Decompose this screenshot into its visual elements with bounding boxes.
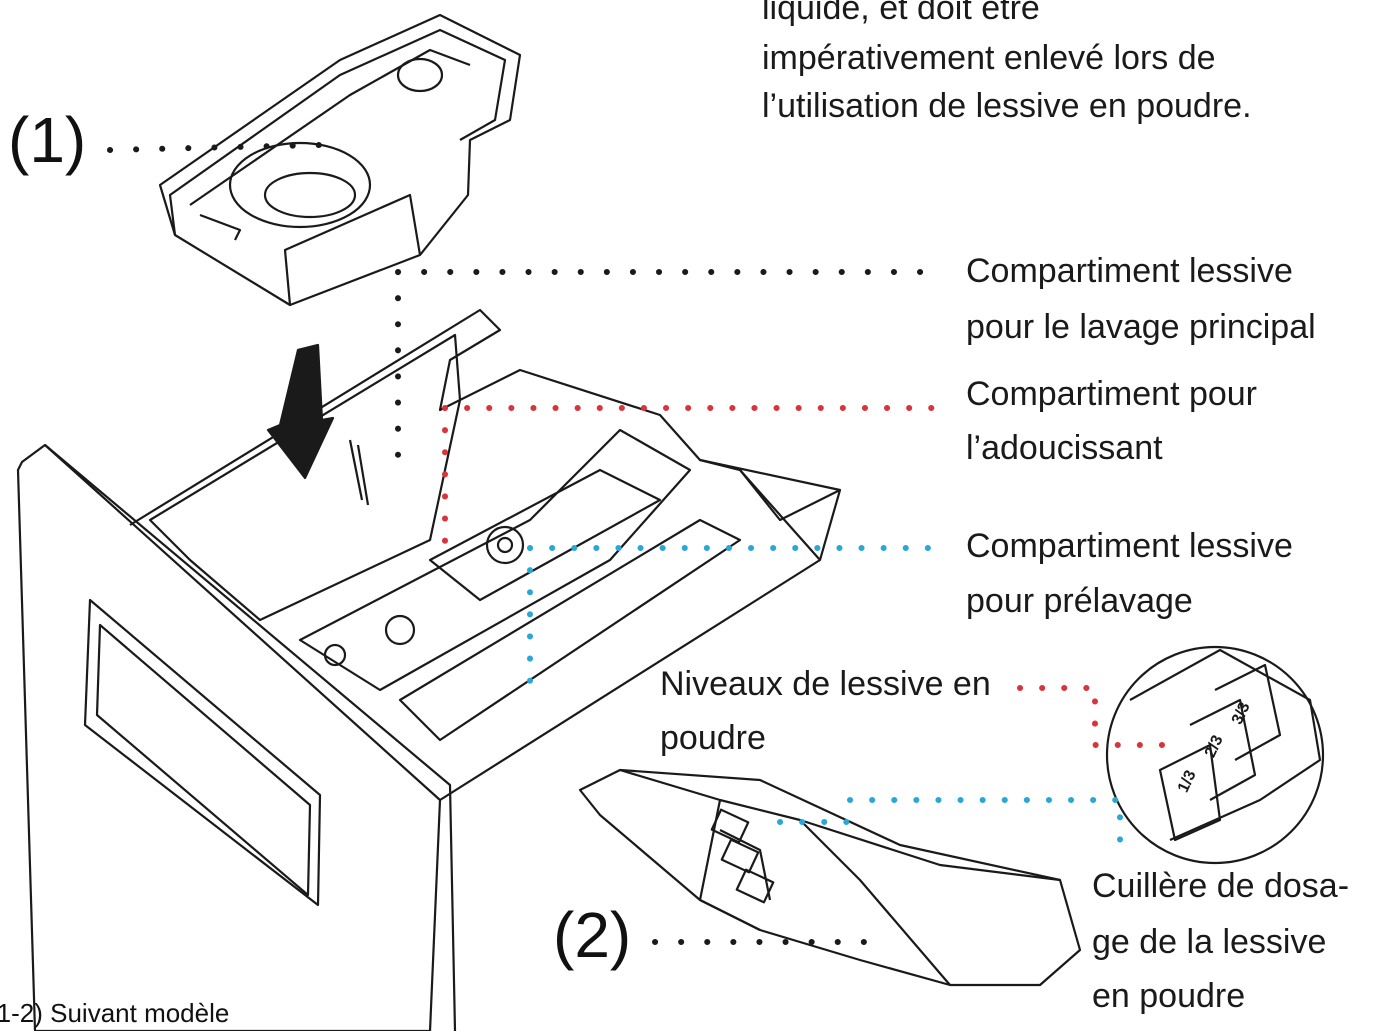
label-prewash-1: Compartiment lessive: [966, 527, 1293, 565]
leader-scoop: [777, 797, 1123, 851]
leader-levels: [1017, 685, 1173, 748]
zoom-mark-2: 2/3: [1202, 733, 1227, 760]
label-levels-1: Niveaux de lessive en: [660, 665, 991, 703]
label-scoop-1: Cuillère de dosa-: [1092, 867, 1350, 905]
label-levels-2: poudre: [660, 719, 766, 757]
leader-prewash: [527, 545, 938, 698]
insert-arrow: [266, 343, 335, 480]
notice-line-2: impérativement enlevé lors de: [762, 39, 1216, 77]
notice-line-3: l’utilisation de lessive en poudre.: [762, 87, 1252, 125]
leader-marker-1: [107, 142, 323, 153]
marker-1: (1): [8, 104, 87, 176]
label-softener-2: l’adoucissant: [966, 429, 1163, 467]
label-scoop-2: ge de la lessive: [1092, 923, 1327, 961]
marker-2: (2): [553, 899, 632, 971]
label-prewash-2: pour prélavage: [966, 582, 1193, 620]
drawer-front: [16, 443, 457, 1031]
zoom-mark-1: 1/3: [1175, 768, 1200, 795]
label-main-wash-1: Compartiment lessive: [966, 252, 1293, 290]
leader-main-wash: [395, 269, 938, 463]
dosing-scoop: [578, 768, 1082, 987]
label-softener-1: Compartiment pour: [966, 375, 1258, 413]
label-scoop-3: en poudre: [1092, 977, 1246, 1015]
label-main-wash-2: pour le lavage principal: [966, 308, 1316, 346]
scoop-zoom-circle: [1105, 645, 1325, 865]
notice-line-1: liquide, et doit être: [762, 0, 1040, 27]
leader-softener: [442, 405, 938, 558]
footnote: (1-2) Suivant modèle: [0, 998, 230, 1028]
liquid-insert: [158, 13, 522, 307]
drawer-body: [129, 308, 842, 801]
